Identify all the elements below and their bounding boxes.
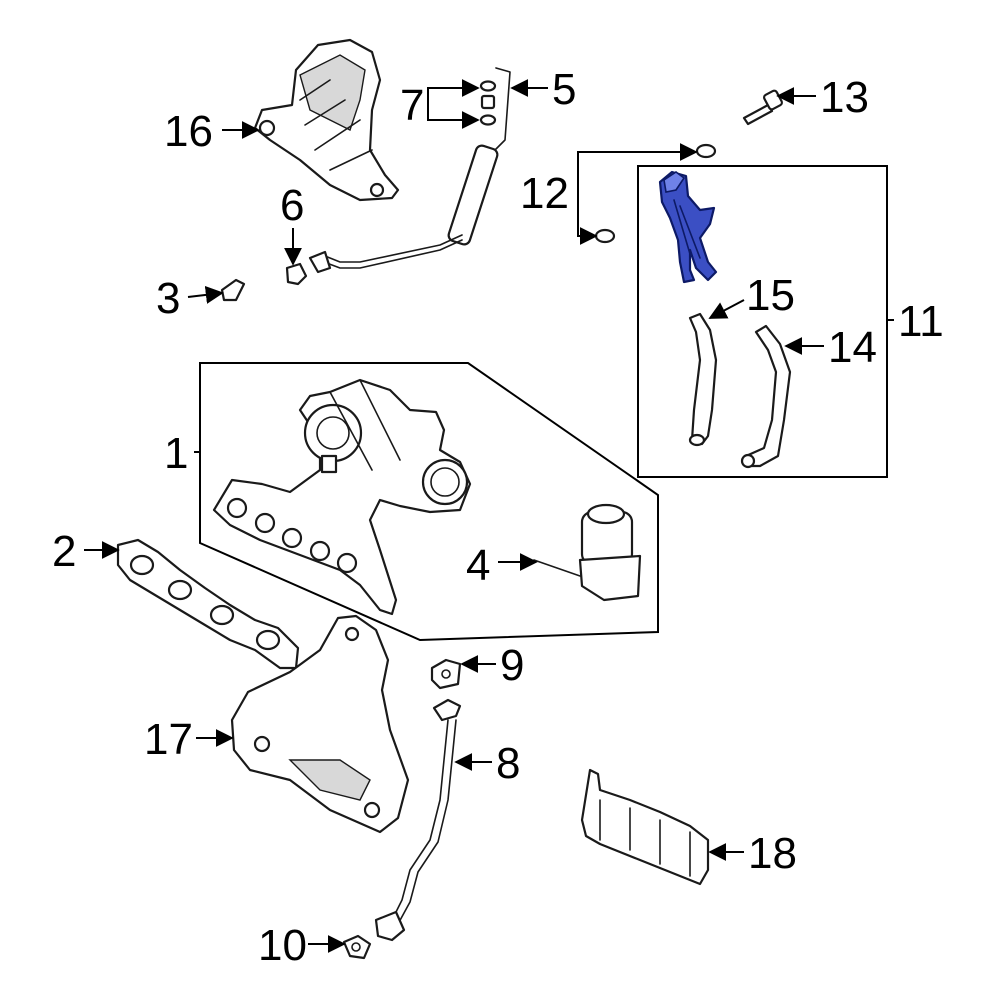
part-3-clip[interactable] [220, 278, 246, 302]
leader-7b [427, 79, 480, 104]
part-2-manifold-gasket[interactable] [116, 538, 300, 670]
part-10-gasket[interactable] [342, 934, 372, 960]
part-5-oil-feed-line[interactable] [308, 67, 511, 274]
part-1-turbocharger-manifold[interactable] [212, 378, 472, 616]
part-4-actuator[interactable] [533, 503, 642, 602]
leader-12 [577, 143, 698, 192]
callout-18: 18 [748, 829, 797, 878]
leader-7 [427, 104, 480, 129]
callout-16: 16 [164, 107, 213, 156]
callout-17: 17 [144, 715, 193, 764]
callout-5: 5 [552, 65, 576, 114]
part-15-hose[interactable] [688, 312, 718, 447]
callout-2: 2 [52, 527, 76, 576]
callout-8: 8 [496, 739, 520, 788]
callout-1: 1 [164, 429, 188, 478]
callout-3: 3 [156, 274, 180, 323]
callout-13: 13 [820, 73, 869, 122]
callout-15: 15 [746, 271, 795, 320]
part-7-o-rings[interactable] [479, 80, 497, 126]
part-9-gasket[interactable] [430, 658, 462, 690]
callout-7: 7 [400, 81, 424, 130]
part-8-oil-return-line[interactable] [374, 698, 462, 942]
part-13-bolt[interactable] [742, 89, 783, 126]
leader-3 [187, 285, 224, 304]
part-16-upper-heat-shield[interactable] [253, 38, 400, 202]
part-18-lower-shield[interactable] [580, 768, 710, 886]
callout-9: 9 [500, 641, 524, 690]
leader-15 [708, 299, 745, 319]
group-box-turbo-assembly [199, 362, 659, 642]
callout-6: 6 [280, 181, 304, 230]
callout-4: 4 [466, 541, 490, 590]
callout-11: 11 [898, 297, 944, 346]
part-6-fitting[interactable] [285, 262, 308, 286]
part-11-coolant-pipe-highlighted[interactable] [658, 170, 718, 284]
callout-12: 12 [520, 169, 569, 218]
part-14-hose[interactable] [740, 324, 792, 469]
leader-12b [577, 192, 598, 245]
callout-10: 10 [258, 921, 307, 970]
part-17-lower-heat-shield[interactable] [230, 614, 410, 834]
callout-14: 14 [828, 323, 877, 372]
group-box-hose-assembly [637, 165, 888, 478]
